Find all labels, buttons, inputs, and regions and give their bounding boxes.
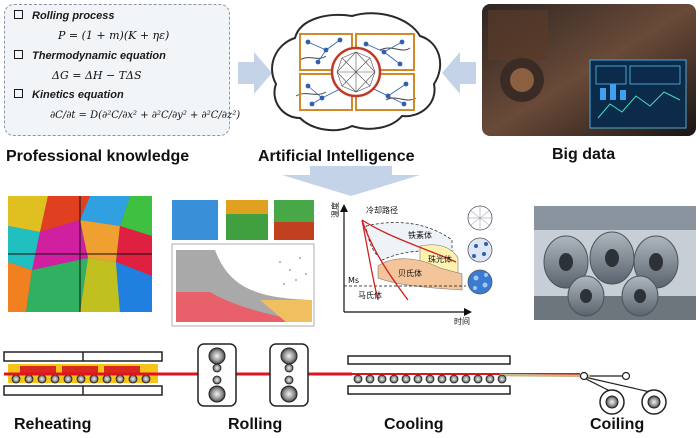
cct-y-axis-label: 温度 — [330, 202, 340, 218]
rolling-mill-icon — [197, 343, 309, 407]
cct-x-axis-label: 时间 — [454, 316, 470, 326]
checkbox-icon — [14, 10, 23, 19]
big-data-photo — [482, 4, 696, 136]
cooling-section-icon — [347, 355, 511, 395]
bainite-label: 贝氏体 — [398, 268, 422, 278]
thermodynamic-item: Thermodynamic equation — [14, 50, 166, 62]
pearlite-label: 珠光体 — [428, 254, 452, 264]
slab-icon — [20, 366, 140, 374]
coiling-label: Coiling — [590, 416, 645, 433]
rolling-process-item: Rolling process — [14, 10, 115, 22]
kinetics-title: Kinetics equation — [32, 89, 124, 101]
cct-diagram: 温度 时间 冷却路径 铁素体 珠光体 贝氏体 马氏体 Ms — [330, 202, 493, 326]
ferrite-label: 铁素体 — [408, 230, 432, 240]
ms-label: Ms — [348, 276, 359, 285]
kinetics-item: Kinetics equation — [14, 89, 124, 101]
rolling-label: Rolling — [228, 416, 283, 433]
grain-structure-image — [8, 196, 152, 312]
rolling-simulation-image — [171, 200, 315, 327]
checkbox-icon — [14, 89, 23, 98]
arrow-left-icon — [238, 52, 272, 94]
artificial-intelligence-label: Artificial Intelligence — [258, 148, 415, 165]
kinetics-equation: ∂C/∂t = D(∂²C/∂x² + ∂²C/∂y² + ∂²C/∂z²) — [50, 110, 241, 121]
thermodynamic-equation: ΔG = ΔH − TΔS — [52, 69, 142, 82]
martensite-label: 马氏体 — [358, 290, 382, 300]
rolling-process-title: Rolling process — [32, 10, 115, 22]
cooling-path-label: 冷却路径 — [366, 205, 398, 215]
checkbox-icon — [14, 50, 23, 59]
knowledge-box — [4, 4, 230, 136]
brain-icon — [271, 12, 442, 132]
big-data-label: Big data — [552, 146, 616, 163]
professional-knowledge-label: Professional knowledge — [6, 148, 190, 165]
steel-coils-photo — [534, 206, 696, 320]
arrow-right-icon — [442, 52, 476, 94]
reheating-label: Reheating — [14, 416, 92, 433]
arrow-down-icon — [282, 166, 420, 196]
rolling-process-equation: P = (1 + m)(K + ηε) — [58, 29, 170, 42]
coiler-icon — [579, 371, 667, 415]
cooling-label: Cooling — [384, 416, 444, 433]
thermodynamic-title: Thermodynamic equation — [32, 50, 166, 62]
